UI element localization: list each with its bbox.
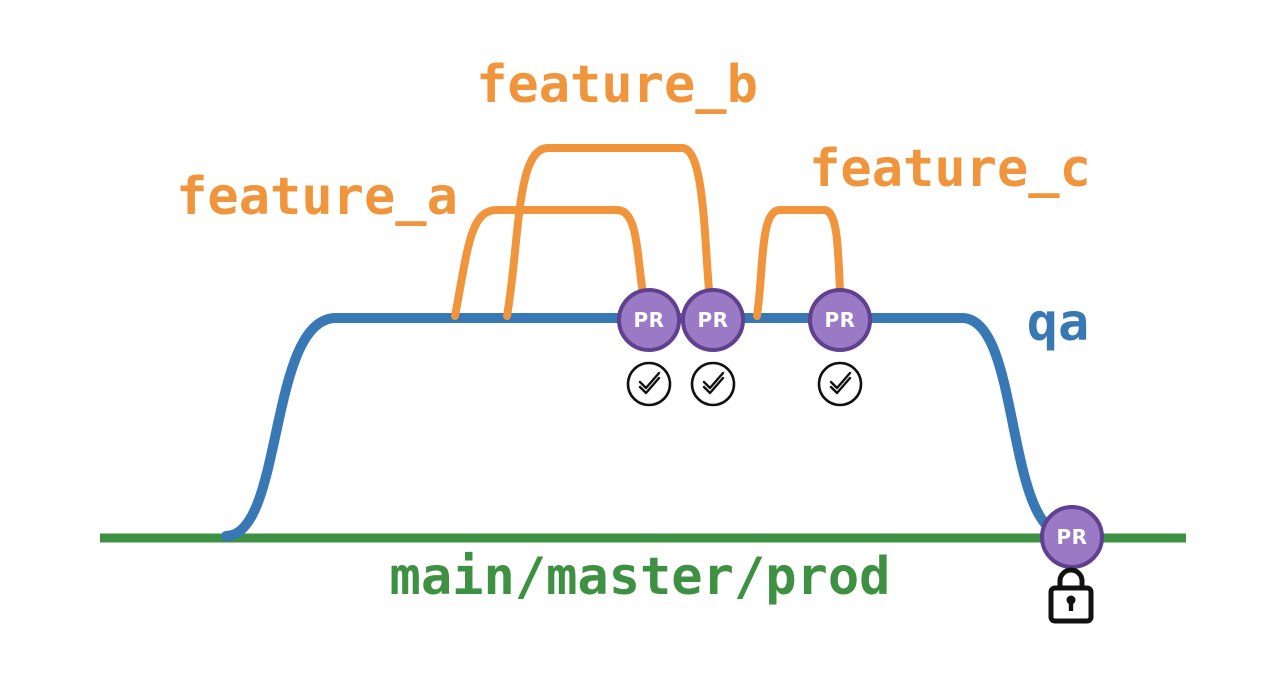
- pr-badge-circle: [617, 288, 681, 352]
- main-branch-label: main/master/prod: [390, 547, 891, 607]
- pr-badge-label: PR: [1056, 525, 1087, 549]
- check-circle-icon: [817, 361, 863, 407]
- pr-badge-circle: [808, 288, 872, 352]
- pr-badge-label: PR: [633, 308, 664, 332]
- feature-c-label: feature_c: [809, 139, 1091, 199]
- qa-label: qa: [1027, 293, 1090, 353]
- pr-badge-label: PR: [697, 308, 728, 332]
- feature-a-branch-line: [451, 206, 650, 320]
- check-circle-icon: [690, 361, 736, 407]
- feature-b-label: feature_b: [476, 55, 758, 115]
- pr-badge-circle: [1040, 505, 1104, 569]
- pr-badge-circle: [681, 288, 745, 352]
- feature-a-label: feature_a: [176, 167, 458, 227]
- lock-icon: [1048, 567, 1094, 624]
- pr-badge: PR: [617, 288, 681, 352]
- pr-badge-label: PR: [824, 308, 855, 332]
- pr-badge: PR: [681, 288, 745, 352]
- feature-c-branch-line: [753, 206, 845, 320]
- pr-badge: PR: [808, 288, 872, 352]
- pr-badge: PR: [1040, 505, 1104, 569]
- feature-b-branch-line: [503, 144, 715, 320]
- check-circle-icon: [626, 361, 672, 407]
